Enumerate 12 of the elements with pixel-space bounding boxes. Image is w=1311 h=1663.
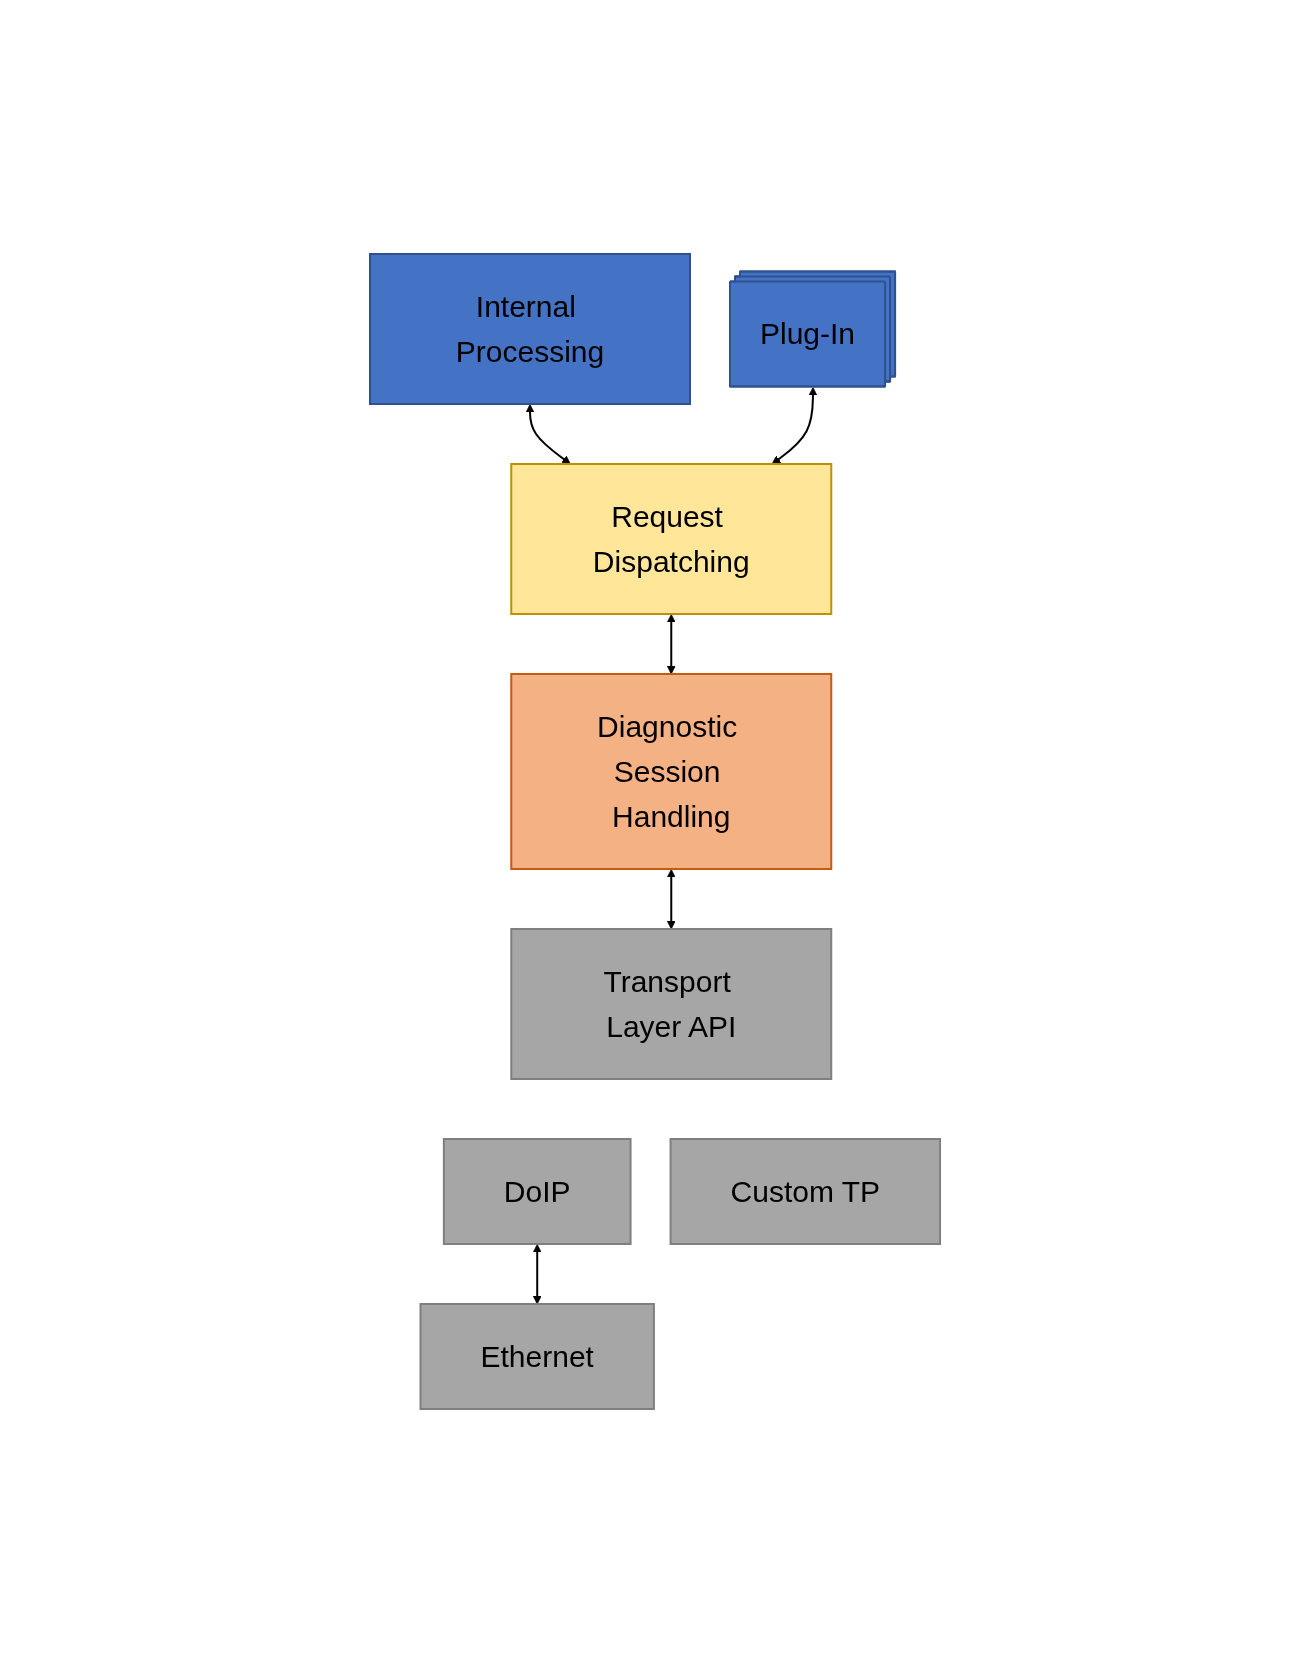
node-box: Internal Processing [369, 253, 692, 405]
arrow [526, 404, 572, 465]
arrow [667, 869, 677, 930]
node-box: DoIP [443, 1138, 633, 1245]
node-box: Request Dispatching [510, 463, 833, 615]
node-box: Diagnostic Session Handling [510, 673, 833, 870]
arrow [533, 1244, 543, 1305]
node-box: Transport Layer API [510, 928, 833, 1080]
arrow [772, 387, 818, 465]
node-box: Custom TP [670, 1138, 942, 1245]
node-box: Ethernet [419, 1303, 656, 1410]
arrow [667, 614, 677, 675]
